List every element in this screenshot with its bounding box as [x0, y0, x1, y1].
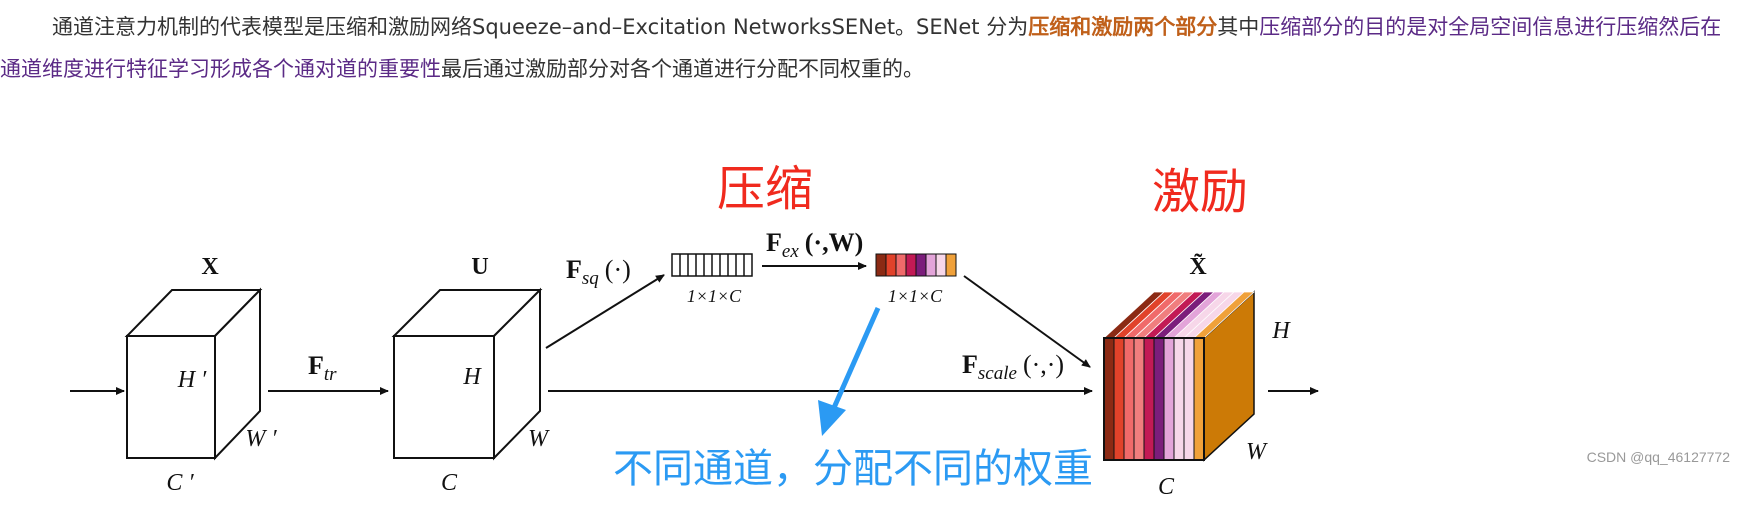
excitation-cell — [885, 253, 897, 277]
u-w-label: W — [528, 426, 550, 452]
input-cube — [124, 287, 263, 461]
csdn-watermark: CSDN @qq_46127772 — [1586, 449, 1730, 465]
excitation-cell — [925, 253, 937, 277]
u-label: U — [471, 254, 488, 280]
input-w-label: W ′ — [245, 426, 277, 452]
para-text-1: 通道注意力机制的代表模型是压缩和激励网络Squeeze–and–Excitati… — [52, 15, 1029, 39]
vec-to-output-arrow — [963, 275, 1091, 368]
ftr-label: Ftr — [308, 351, 337, 385]
para-text-3: 最后通过激励部分对各个通道进行分配不同权重的。 — [441, 57, 924, 81]
vec1-dim-label: 1×1×C — [687, 286, 742, 306]
input-label: X — [201, 254, 219, 280]
weights-caption: 不同通道，分配不同的权重 — [613, 446, 1093, 492]
para-highlight-two-parts: 压缩和激励两个部分 — [1028, 15, 1218, 39]
intro-paragraph: 通道注意力机制的代表模型是压缩和激励网络Squeeze–and–Excitati… — [0, 6, 1740, 90]
output-front-stripe — [1133, 337, 1145, 461]
excitation-vector — [875, 253, 957, 277]
out-label: X̃ — [1189, 254, 1207, 280]
excitation-cell — [895, 253, 907, 277]
output-front-stripe — [1103, 337, 1115, 461]
output-front-stripe — [1183, 337, 1195, 461]
fscale-label: Fscale(·,·) — [962, 350, 1064, 384]
input-h-label: H ′ — [177, 367, 207, 393]
excitation-cell — [905, 253, 917, 277]
vec2-dim-label: 1×1×C — [888, 286, 943, 306]
input-c-label: C ′ — [166, 470, 194, 496]
fsq-arrow — [545, 274, 665, 349]
squeeze-vector — [671, 253, 753, 277]
output-front-stripe — [1143, 337, 1155, 461]
output-front-outline — [1103, 337, 1205, 461]
blue-pointer-arrow — [818, 306, 881, 436]
output-front-stripe — [1163, 337, 1175, 461]
output-front-stripe — [1153, 337, 1165, 461]
excitation-cell — [935, 253, 947, 277]
output-front-stripe — [1113, 337, 1125, 461]
excitation-cell — [915, 253, 927, 277]
excite-title: 激励 — [1152, 164, 1248, 220]
fsq-label: Fsq(·) — [566, 255, 631, 289]
out-c-label: C — [1158, 474, 1175, 500]
excitation-cell — [875, 253, 887, 277]
output-cube — [1102, 290, 1256, 462]
output-front-stripe — [1193, 337, 1205, 461]
output-front-stripe — [1123, 337, 1135, 461]
para-highlight-compress: 压缩部分的目的是对全局空间信息进行压缩然后在通道维度进行特征学习形成各个通对道的… — [0, 15, 1722, 81]
out-h-label: H — [1271, 318, 1291, 344]
u-c-label: C — [441, 470, 458, 496]
out-w-label: W — [1246, 439, 1268, 465]
excitation-cell — [945, 253, 957, 277]
feature-cube-u — [391, 287, 543, 461]
output-front-stripe — [1173, 337, 1185, 461]
fex-label: Fex(·,W) — [766, 228, 863, 262]
u-h-label: H — [462, 364, 482, 390]
para-text-2: 其中 — [1217, 15, 1260, 39]
compress-title: 压缩 — [717, 161, 813, 217]
